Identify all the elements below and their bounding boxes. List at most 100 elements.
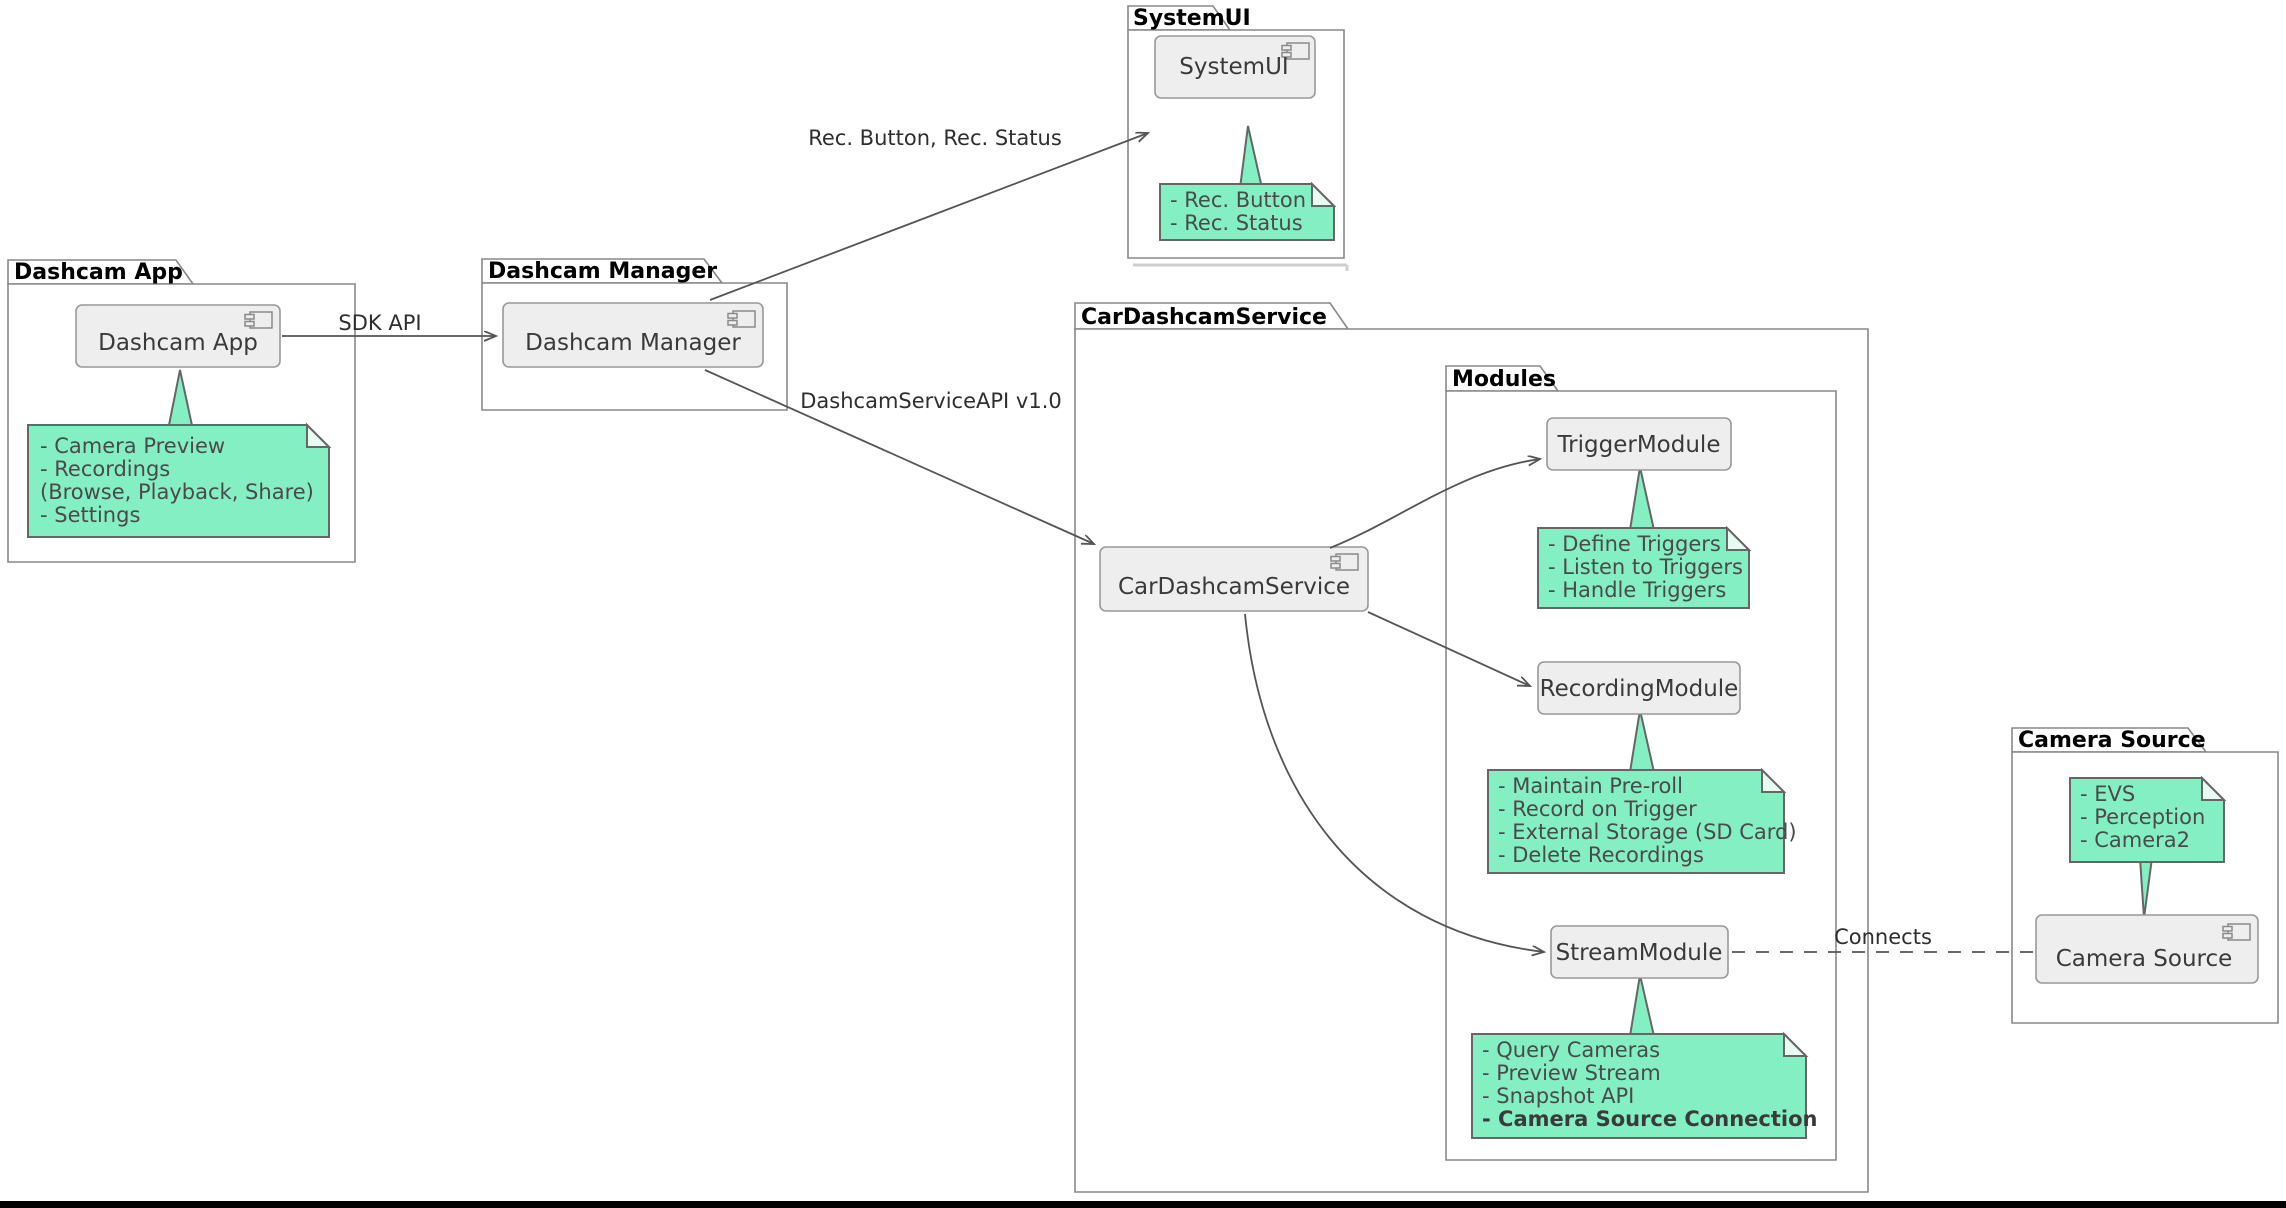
component-label: Dashcam App: [98, 330, 258, 356]
bottom-black-strip: [0, 1201, 2286, 1208]
component-icon: [1330, 553, 1359, 571]
note-line: - Query Cameras: [1482, 1038, 1660, 1062]
component-label: SystemUI: [1179, 54, 1288, 80]
component-box[interactable]: [75, 304, 281, 368]
edge-sdk-api: SDK API: [282, 311, 496, 336]
note-line: - Settings: [40, 503, 140, 527]
package-dashcam-manager: Dashcam Manager Dashcam Manager: [481, 258, 788, 411]
component-recording-module[interactable]: RecordingModule: [1537, 661, 1741, 715]
note-recording-module: - Maintain Pre-roll - Record on Trigger …: [1487, 767, 1797, 874]
component-label: Camera Source: [2056, 946, 2233, 972]
module-trigger: TriggerModule - Define Triggers - Listen…: [1537, 417, 1752, 609]
note-line: (Browse, Playback, Share): [40, 480, 314, 504]
component-box[interactable]: [1154, 35, 1316, 99]
component-camera-source[interactable]: Camera Source: [2035, 914, 2259, 984]
component-system-ui[interactable]: SystemUI: [1154, 35, 1316, 99]
note-line: - Camera Preview: [40, 434, 225, 458]
edge-line: [1244, 613, 1544, 952]
note-line: - External Storage (SD Card): [1498, 820, 1797, 844]
package-title-dashcam-app: Dashcam App: [14, 260, 183, 285]
component-label: TriggerModule: [1557, 432, 1721, 458]
note-fold-corner: [1761, 767, 1787, 793]
component-icon: [2222, 923, 2251, 941]
edge-line: [709, 133, 1148, 301]
note-line: - Record on Trigger: [1498, 797, 1697, 821]
edge-service-to-stream: [1244, 613, 1544, 952]
component-box[interactable]: [2035, 914, 2259, 984]
note-line: - Camera2: [2080, 828, 2190, 852]
note-trigger-module: - Define Triggers - Listen to Triggers -…: [1537, 525, 1752, 609]
edge-service-to-recording: [1367, 611, 1530, 686]
note-stream-module: - Query Cameras - Preview Stream - Snaps…: [1471, 1031, 1817, 1139]
component-dashcam-app[interactable]: Dashcam App: [75, 304, 281, 368]
note-fold-corner: [1783, 1031, 1809, 1057]
edge-line: [1329, 459, 1540, 549]
package-car-dashcam-service: CarDashcamService CarDashcamService Modu…: [1074, 302, 1869, 1193]
note-line: - Preview Stream: [1482, 1061, 1661, 1085]
note-fold-corner: [2201, 775, 2227, 801]
note-line: - EVS: [2080, 782, 2135, 806]
component-trigger-module[interactable]: TriggerModule: [1546, 417, 1732, 471]
note-line: - Delete Recordings: [1498, 843, 1704, 867]
module-stream: StreamModule - Query Cameras - Preview S…: [1471, 925, 1817, 1139]
component-icon: [244, 311, 273, 329]
note-line: - Handle Triggers: [1548, 578, 1726, 602]
note-fold-corner: [1311, 181, 1337, 207]
edge-dashcam-service-api: DashcamServiceAPI v1.0: [704, 369, 1094, 544]
note-body: [1537, 527, 1750, 609]
note-fold-corner: [1726, 525, 1752, 551]
package-title-camera-source: Camera Source: [2018, 728, 2206, 753]
package-camera-source: Camera Source - EVS - Perception - Camer…: [2011, 727, 2279, 1024]
edge-label-dashcam-service-api: DashcamServiceAPI v1.0: [800, 389, 1062, 413]
component-box[interactable]: [1550, 925, 1729, 979]
component-label: CarDashcamService: [1118, 574, 1350, 600]
component-dashcam-manager[interactable]: Dashcam Manager: [502, 302, 764, 368]
note-dashcam-app: - Camera Preview - Recordings (Browse, P…: [27, 422, 332, 538]
package-shadow: [1133, 263, 1349, 271]
edge-connects: Connects: [1732, 925, 2034, 953]
package-title-modules: Modules: [1452, 367, 1556, 392]
component-label: RecordingModule: [1540, 676, 1739, 702]
component-box[interactable]: [1537, 661, 1741, 715]
edge-label-rec-status: Rec. Button, Rec. Status: [808, 126, 1062, 150]
note-line: - Recordings: [40, 457, 170, 481]
edge-service-to-trigger: [1329, 459, 1540, 549]
note-body: [2069, 777, 2225, 863]
note-line: - Rec. Status: [1170, 211, 1303, 235]
package-title-car-dashcam-service: CarDashcamService: [1081, 305, 1327, 330]
edge-label-connects: Connects: [1834, 925, 1932, 949]
note-system-ui: - Rec. Button - Rec. Status: [1159, 181, 1337, 241]
edge-line: [1367, 611, 1530, 686]
note-line: - Rec. Button: [1170, 188, 1306, 212]
component-box[interactable]: [1099, 546, 1369, 612]
note-line: - Listen to Triggers: [1548, 555, 1743, 579]
note-line: - Define Triggers: [1548, 532, 1721, 556]
note-body: [1159, 183, 1335, 241]
edge-line: [704, 369, 1094, 544]
note-body: [1471, 1033, 1807, 1139]
package-dashcam-app: Dashcam App Dashcam App - Camera Preview…: [7, 259, 356, 563]
note-body: [27, 424, 330, 538]
note-line: - Snapshot API: [1482, 1084, 1634, 1108]
component-icon: [1281, 42, 1310, 60]
module-recording: RecordingModule - Maintain Pre-roll - Re…: [1487, 661, 1797, 874]
note-line-emphasis: - Camera Source Connection: [1482, 1107, 1817, 1131]
component-car-dashcam-service[interactable]: CarDashcamService: [1099, 546, 1369, 612]
component-icon: [727, 310, 756, 328]
package-modules: Modules TriggerModule - Define Triggers …: [1445, 365, 1837, 1161]
component-box[interactable]: [502, 302, 764, 368]
note-fold-corner: [306, 422, 332, 448]
component-label: StreamModule: [1556, 940, 1723, 966]
note-line: - Perception: [2080, 805, 2205, 829]
package-title-dashcam-manager: Dashcam Manager: [488, 259, 717, 284]
note-line: - Maintain Pre-roll: [1498, 774, 1683, 798]
package-system-ui: SystemUI SystemUI - Rec. Button - Rec. S…: [1127, 5, 1349, 271]
component-label: Dashcam Manager: [525, 330, 741, 356]
edge-label-sdk-api: SDK API: [338, 311, 421, 335]
component-box[interactable]: [1546, 417, 1732, 471]
edge-rec-button-rec-status: Rec. Button, Rec. Status: [709, 126, 1148, 301]
note-body: [1487, 769, 1785, 874]
component-stream-module[interactable]: StreamModule: [1550, 925, 1729, 979]
